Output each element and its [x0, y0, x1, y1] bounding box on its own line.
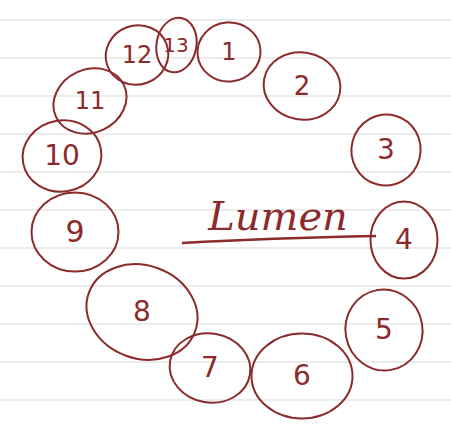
underline [182, 236, 376, 243]
cell: 3 [350, 113, 422, 187]
cell-number: 3 [377, 136, 395, 164]
lumen-label: Lumen [208, 196, 348, 236]
cell: 10 [21, 119, 103, 193]
cell-number: 11 [75, 89, 106, 113]
cell-number: 6 [293, 362, 311, 390]
cell-number: 10 [44, 142, 80, 170]
cell-number: 13 [163, 35, 188, 55]
cell: 5 [344, 288, 424, 372]
cell: 9 [30, 191, 120, 273]
cell-number: 9 [65, 217, 84, 247]
cell-number: 7 [201, 354, 219, 382]
cell-number: 4 [395, 226, 413, 254]
cell: 2 [262, 51, 342, 121]
cell-number: 1 [221, 40, 236, 64]
cell: 7 [168, 332, 252, 404]
cell: 4 [369, 200, 439, 280]
cell-number: 2 [294, 73, 311, 99]
cell: 12 [104, 24, 170, 86]
cell: 13 [155, 16, 198, 74]
cell: 1 [196, 21, 262, 83]
cell-number: 12 [122, 43, 153, 67]
cell-number: 8 [133, 298, 151, 326]
cell: 8 [84, 264, 200, 360]
cell-number: 5 [375, 316, 393, 344]
cell: 6 [250, 332, 354, 420]
